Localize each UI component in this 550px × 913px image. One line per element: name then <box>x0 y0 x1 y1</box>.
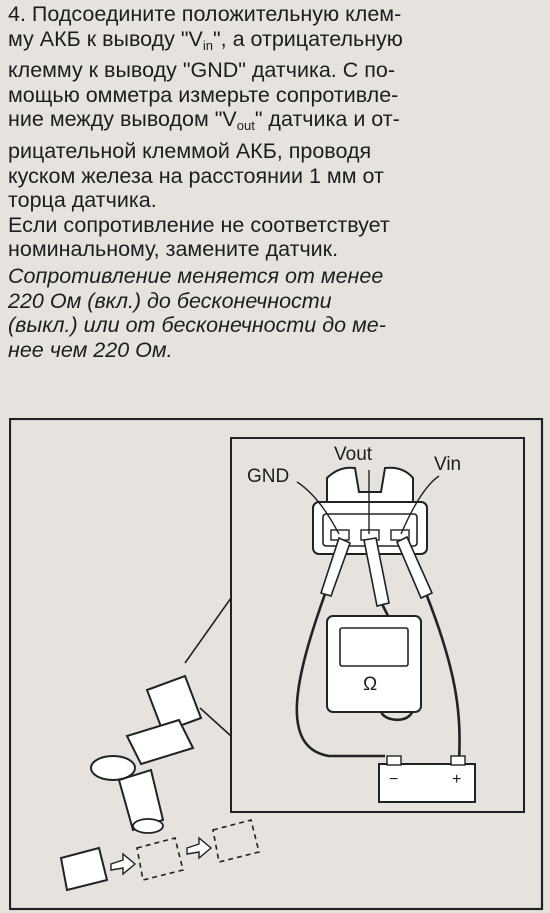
motion-arrow-icon <box>110 852 137 876</box>
wire-vin <box>425 595 461 763</box>
motion-arrow-icon <box>186 836 213 860</box>
step-line-1: 4. Подсоедините положительную клем- <box>8 2 402 26</box>
iron-piece <box>59 846 109 892</box>
gnd-label: GND <box>247 466 289 487</box>
step-line-6: рицательной клеммой АКБ, проводя <box>8 138 372 163</box>
step-paragraph: 4. Подсоедините положительную клем- му А… <box>8 2 544 213</box>
spec-line-4: нее чем 220 Ом. <box>8 337 173 362</box>
vin-label: Vin <box>434 454 461 475</box>
meter-display <box>339 627 409 667</box>
step-line-7: куском железа на расстоянии 1 мм от <box>8 163 384 188</box>
spec-line-2: 220 Ом (вкл.) до бесконечности <box>8 288 332 313</box>
step-line-2b: ", а отрицательную <box>212 26 403 51</box>
wiring-diagram: GND Vout Vin Ω − + <box>9 418 544 911</box>
step-line-8: торца датчика. <box>8 188 157 213</box>
sensor-test-figure: GND Vout Vin Ω − + <box>9 418 544 912</box>
probe-vout <box>363 537 390 607</box>
step-line-5a: ние между выводом "V <box>8 107 237 132</box>
replace-paragraph: Если сопротивление не соответствует номи… <box>8 213 544 262</box>
spec-line-3: (выкл.) или от бесконечности до ме- <box>8 313 386 338</box>
step-line-5b: " датчика и от- <box>254 107 400 132</box>
spec-line-1: Сопротивление меняется от менее <box>8 263 384 288</box>
detail-leader-top <box>184 597 232 664</box>
detail-frame <box>230 437 525 813</box>
probe-vin <box>395 535 434 600</box>
battery-positive: + <box>452 771 461 788</box>
vin-subscript: in <box>202 37 213 53</box>
ohm-symbol: Ω <box>363 674 377 695</box>
step-line-3: клемму к выводу "GND" датчика. С по- <box>8 58 396 83</box>
detail-leader-bottom <box>199 707 232 737</box>
wire-gnd <box>295 593 385 758</box>
battery: − + <box>378 755 476 803</box>
probe-gnd <box>319 536 352 597</box>
ohmmeter: Ω <box>326 615 422 713</box>
vin-leader <box>400 475 440 535</box>
iron-piece-motion <box>59 819 260 892</box>
gnd-leader <box>296 481 340 535</box>
replace-line-2: номинальному, замените датчик. <box>8 237 339 262</box>
step-line-4: мощью омметра измерьте сопротивле- <box>8 82 399 107</box>
spec-paragraph: Сопротивление меняется от менее 220 Ом (… <box>8 264 544 362</box>
camshaft-sensor <box>90 674 203 834</box>
figure-frame <box>9 418 544 911</box>
step-line-2a: му АКБ к выводу "V <box>8 26 203 51</box>
vout-label: Vout <box>334 444 373 465</box>
battery-negative: − <box>389 771 398 788</box>
vout-subscript: out <box>236 118 255 134</box>
replace-line-1: Если сопротивление не соответствует <box>8 212 390 237</box>
instruction-text: 4. Подсоедините положительную клем- му А… <box>8 2 544 362</box>
